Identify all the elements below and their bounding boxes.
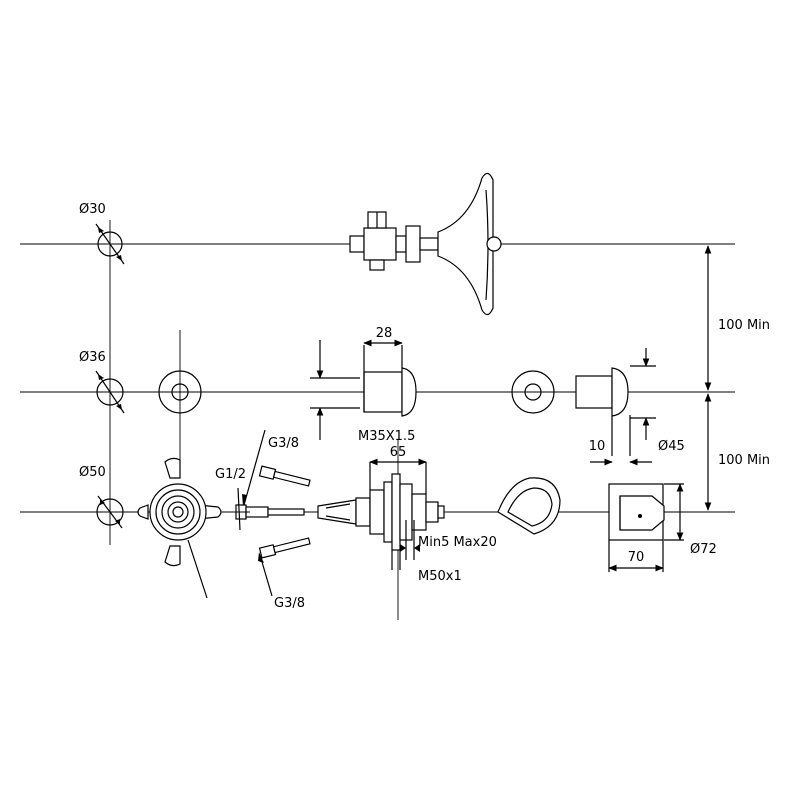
label-100-min-lower: 100 Min: [718, 453, 770, 468]
hole-circle-30: [95, 223, 125, 265]
escutcheon-28: [310, 339, 417, 440]
label-dim-65: 65: [390, 445, 407, 460]
label-d45: Ø45: [658, 439, 685, 454]
label-m35: M35X1.5: [358, 429, 415, 444]
cap-70: [608, 483, 684, 572]
escutcheon-45: [511, 348, 656, 466]
label-d50: Ø50: [79, 465, 106, 480]
label-min5-max20: Min5 Max20: [418, 535, 497, 550]
valve-body: [317, 458, 445, 570]
label-100-min-upper: 100 Min: [718, 318, 770, 333]
label-dim-10: 10: [589, 439, 606, 454]
cross-handle: [137, 457, 222, 599]
labels: Ø30 Ø36 Ø50 G3/8 G1/2 G3/8 28 M35X1.5 65…: [79, 202, 770, 611]
label-d36: Ø36: [79, 350, 106, 365]
hole-circle-36: [95, 370, 125, 414]
label-g12: G1/2: [215, 467, 246, 482]
label-g38-bottom: G3/8: [274, 596, 305, 611]
hose-fittings: [230, 429, 311, 597]
label-d72: Ø72: [690, 542, 717, 557]
lever-handle: [497, 477, 561, 535]
rosette-36: [158, 370, 202, 414]
label-g38-top: G3/8: [268, 436, 299, 451]
label-d30: Ø30: [79, 202, 106, 217]
hole-circle-50: [96, 495, 124, 529]
label-dim-28: 28: [376, 326, 393, 341]
label-dim-70: 70: [628, 550, 645, 565]
spout-side-view: [349, 172, 502, 316]
label-m50: M50x1: [418, 569, 462, 584]
